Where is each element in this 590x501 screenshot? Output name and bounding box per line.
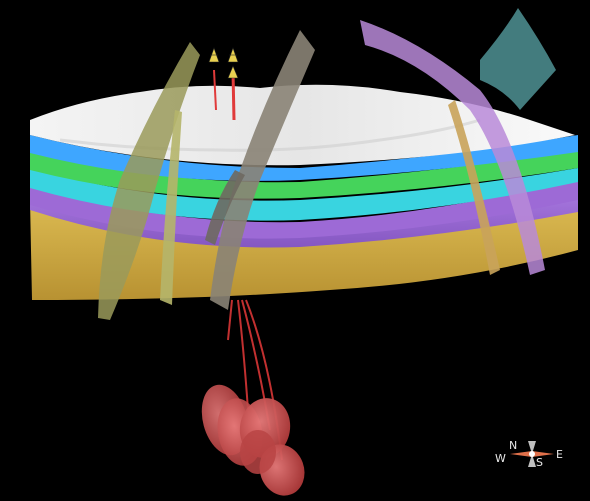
fault-teal xyxy=(480,8,556,110)
compass[interactable]: N S E W xyxy=(495,439,563,469)
compass-north: N xyxy=(509,439,517,452)
well-right xyxy=(233,72,234,120)
compass-east: E xyxy=(556,448,563,461)
derrick-icon xyxy=(209,48,219,62)
wellbore-1 xyxy=(228,300,232,340)
derrick-icon xyxy=(228,48,238,78)
compass-west: W xyxy=(495,452,506,465)
wellbore-disc xyxy=(240,430,276,474)
compass-south: S xyxy=(536,456,543,469)
